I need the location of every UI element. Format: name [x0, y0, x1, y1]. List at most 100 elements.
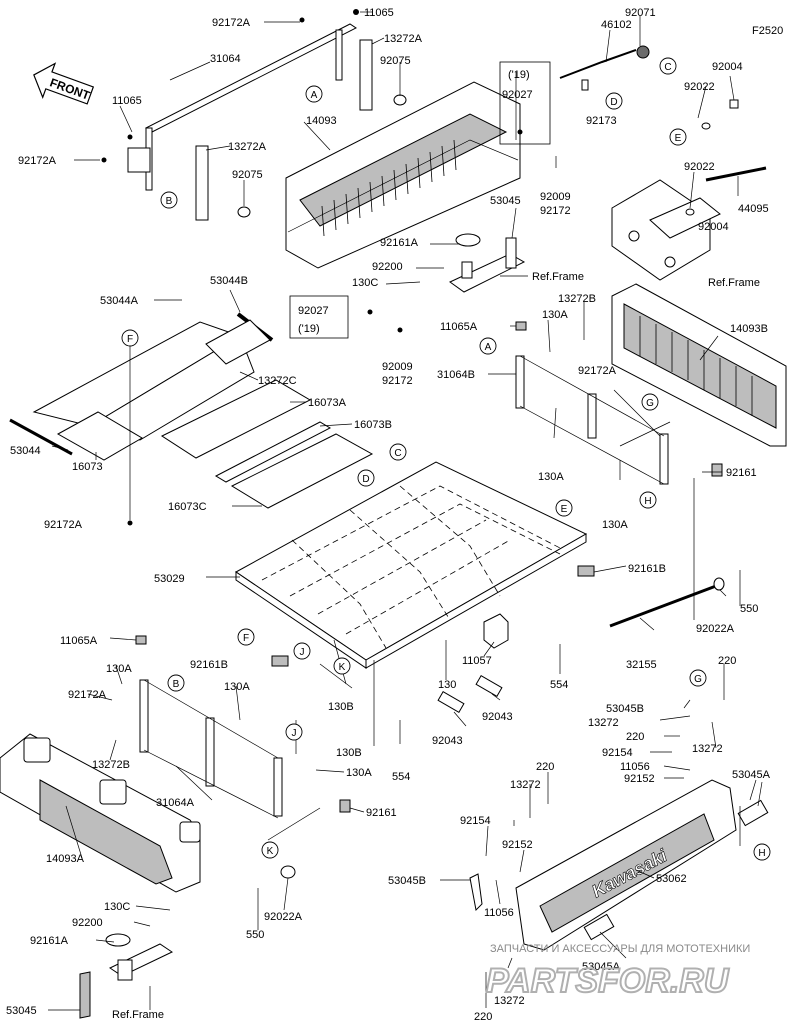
label-11065-2: 11065 [112, 95, 142, 107]
label-92022A-2: 92022A [264, 911, 303, 923]
label-130C-2: 130C [104, 901, 130, 913]
callout-F-1: F [121, 329, 139, 347]
callout-B-1: B [160, 191, 178, 209]
label-31064: 31064 [210, 53, 241, 65]
label-31064B: 31064B [437, 369, 475, 381]
svg-text:H: H [758, 848, 765, 859]
callout-A-2: A [479, 337, 497, 355]
label-92009-2: 92009 [382, 361, 413, 373]
label-92172A-2: 92172A [18, 155, 57, 167]
svg-text:E: E [675, 133, 682, 144]
label-year-19-2: ('19) [298, 323, 320, 335]
label-92004-1: 92004 [712, 61, 743, 73]
svg-text:B: B [173, 679, 180, 690]
callout-K-2: K [261, 841, 279, 859]
label-92161A-2: 92161A [30, 935, 69, 947]
callout-H-1: H [639, 491, 657, 509]
label-92172-2: 92172 [382, 375, 413, 387]
label-92172A-5: 92172A [68, 689, 107, 701]
label-53044B: 53044B [210, 275, 248, 287]
label-220-3: 220 [536, 761, 554, 773]
latch-53045-bottom [79, 933, 174, 1019]
callout-C-2: C [389, 443, 407, 461]
rod-46102 [559, 45, 650, 91]
rail-31064A [139, 679, 283, 819]
svg-text:K: K [267, 846, 274, 857]
label-92071: 92071 [625, 7, 656, 19]
label-130B-2: 130B [336, 747, 362, 759]
tailgate-53062: Kawasaki [515, 779, 737, 951]
tailgate-14093 [285, 81, 521, 269]
watermark-logo: PARTSFOR.RU [486, 962, 730, 1000]
label-92152-1: 92152 [624, 773, 655, 785]
label-92161B-2: 92161B [190, 659, 228, 671]
callout-C-1: C [659, 57, 677, 75]
callout-B-2: B [167, 674, 185, 692]
label-53044A: 53044A [100, 295, 139, 307]
label-92152-2: 92152 [502, 839, 533, 851]
label-53045-2: 53045 [6, 1005, 37, 1017]
label-92075-2: 92075 [232, 169, 263, 181]
label-220-4: 220 [474, 1011, 492, 1023]
floor-pan-53029 [235, 461, 588, 669]
label-92172A-3: 92172A [578, 365, 617, 377]
label-14093B: 14093B [730, 323, 768, 335]
label-92022A-1: 92022A [696, 623, 735, 635]
rail-31064B [515, 355, 669, 485]
svg-text:E: E [561, 504, 568, 515]
callout-D-1: D [605, 92, 623, 110]
label-550-2: 550 [246, 929, 264, 941]
svg-text:D: D [610, 97, 617, 108]
label-ref-frame-2: Ref.Frame [532, 271, 584, 283]
label-53062: 53062 [656, 873, 687, 885]
label-13272A-1: 13272A [384, 33, 423, 45]
label-130A-1: 130A [542, 309, 568, 321]
label-130A-5: 130A [224, 681, 250, 693]
label-92200-1: 92200 [372, 261, 403, 273]
label-16073B: 16073B [354, 419, 392, 431]
grommet-92022A-lower [280, 865, 296, 879]
callout-F-2: F [237, 628, 255, 646]
label-11065A-2: 11065A [60, 635, 98, 647]
callout-G-1: G [641, 393, 659, 411]
rail-31064 [127, 23, 373, 221]
label-32155: 32155 [626, 659, 657, 671]
side-panel-14093B [611, 283, 787, 447]
label-11065-1: 11065 [364, 7, 394, 19]
label-92154-2: 92154 [460, 815, 491, 827]
label-130A-2: 130A [538, 471, 564, 483]
frame-bracket-right [611, 179, 721, 281]
label-13272-1: 13272 [588, 717, 619, 729]
svg-text:A: A [485, 342, 492, 353]
label-92161A-1: 92161A [380, 237, 419, 249]
label-31064A: 31064A [156, 797, 195, 809]
label-550-1: 550 [740, 603, 758, 615]
label-130A-4: 130A [106, 663, 132, 675]
label-13272C: 13272C [258, 375, 297, 387]
label-14093: 14093 [306, 115, 337, 127]
label-13272B-2: 13272B [92, 759, 130, 771]
svg-text:J: J [300, 647, 305, 658]
label-92172A-4: 92172A [44, 519, 83, 531]
label-11065A-1: 11065A [440, 321, 478, 333]
bolt-92043-b [437, 690, 465, 714]
callout-G-2: G [689, 669, 707, 687]
callout-J-1: J [293, 642, 311, 660]
label-130: 130 [438, 679, 456, 691]
label-11057: 11057 [462, 655, 492, 667]
label-11056-2: 11056 [484, 907, 514, 919]
label-11056-1: 11056 [620, 761, 650, 773]
label-53045-1: 53045 [490, 195, 521, 207]
label-16073: 16073 [72, 461, 103, 473]
label-53045A-2: 53045A [582, 961, 621, 973]
svg-text:F: F [243, 633, 249, 644]
label-13272A-2: 13272A [228, 141, 267, 153]
label-92172-1: 92172 [540, 205, 571, 217]
grommet-92075-lower [237, 206, 251, 218]
label-92173: 92173 [586, 115, 617, 127]
callout-A-1: A [305, 85, 323, 103]
label-46102: 46102 [601, 19, 632, 31]
label-16073C: 16073C [168, 501, 207, 513]
label-92022-2: 92022 [684, 161, 715, 173]
